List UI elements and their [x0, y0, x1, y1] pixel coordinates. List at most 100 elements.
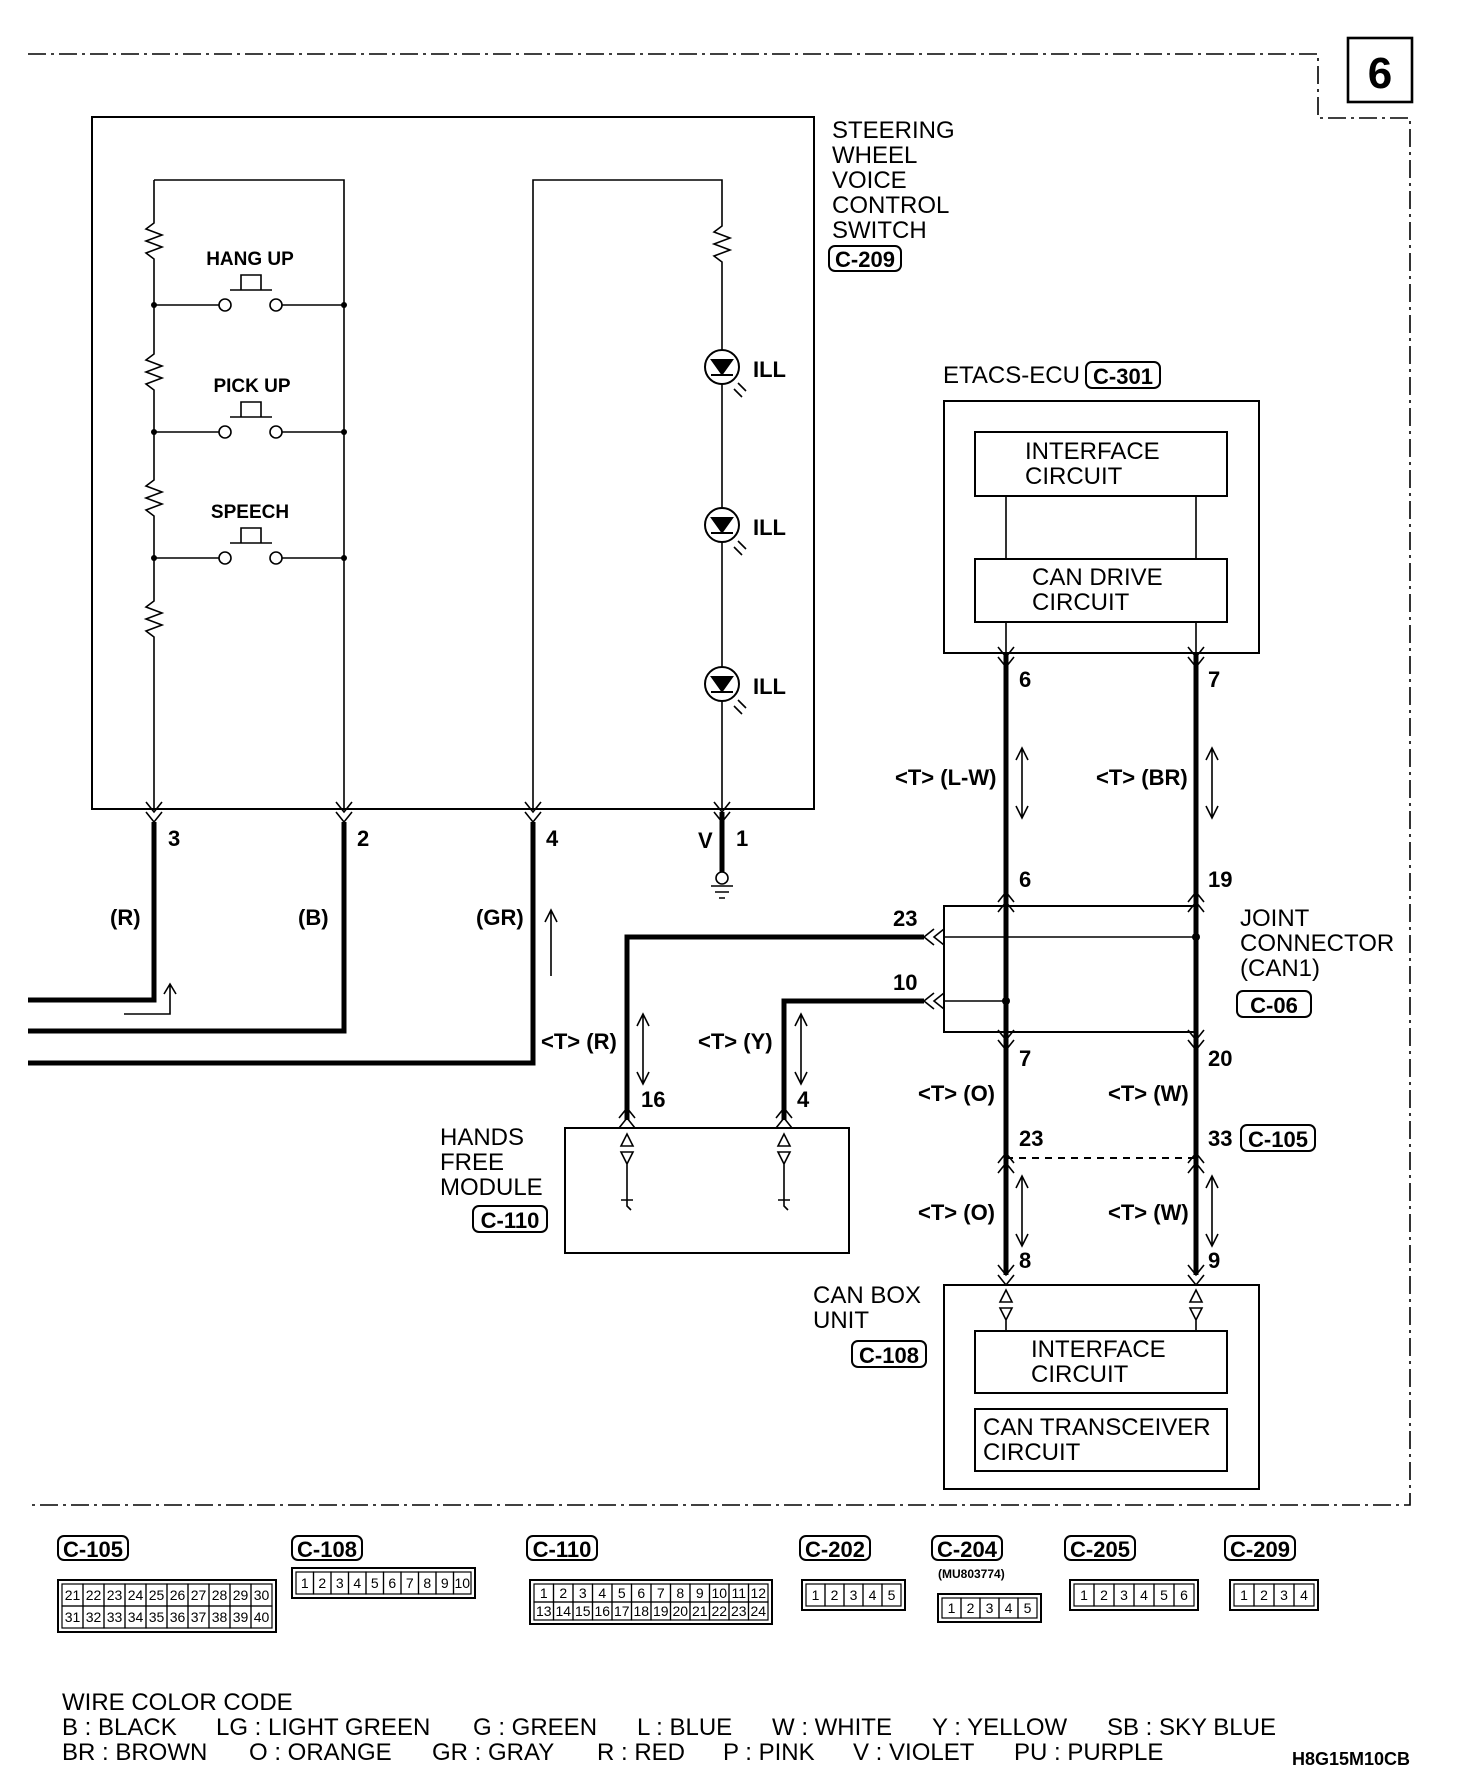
canbox-interface-circuit	[974, 1330, 1228, 1394]
legend-row-1: B : BLACK LG : LIGHT GREEN G : GREEN L :…	[62, 1714, 1276, 1741]
connector-pin-number: 8	[423, 1575, 431, 1591]
diagram-code: H8G15M10CB	[1292, 1749, 1410, 1769]
connector-pin-number: 4	[353, 1575, 361, 1591]
canbox-title: CAN BOX UNIT	[813, 1282, 928, 1334]
connector-pin-number: 11	[731, 1585, 746, 1601]
connector-pin-number: 34	[128, 1609, 144, 1625]
connector-pin-number: 31	[65, 1609, 81, 1625]
pick-up-label: PICK UP	[213, 376, 290, 397]
bidir-arrow-1	[1015, 746, 1029, 820]
hfm-wire-right-label: <T> (Y)	[698, 1029, 773, 1054]
connector-tag-c110	[472, 1205, 548, 1233]
etacs-pin-6: 6	[1019, 667, 1031, 692]
switch-connector-id: C-209	[835, 247, 895, 272]
connector-pin-number: 5	[1160, 1587, 1168, 1603]
connector-pin-number: 19	[653, 1603, 669, 1619]
hang-up-button: HANG UP	[151, 249, 347, 312]
connector-pin-number: 3	[336, 1575, 344, 1591]
switch-pin-2: 2	[357, 826, 369, 851]
c105-lower-right-label: <T> (W)	[1108, 1200, 1189, 1225]
legend-item: G : GREEN	[473, 1714, 597, 1741]
etacs-wire-right-label: <T> (BR)	[1096, 765, 1188, 790]
pick-up-button: PICK UP	[151, 376, 347, 439]
hfm-title: HANDS FREE MODULE	[440, 1124, 543, 1201]
connector-body	[1229, 1579, 1319, 1611]
connector-pin-number: 25	[149, 1587, 165, 1603]
connector-pin-number: 6	[388, 1575, 396, 1591]
connector-tag-c105	[1240, 1124, 1316, 1152]
connector-pin-number: 29	[233, 1587, 249, 1603]
wire-color-r: (R)	[110, 905, 141, 930]
hfm-wire-left-label: <T> (R)	[541, 1029, 617, 1054]
joint-pin-19: 19	[1208, 867, 1232, 892]
page-number-box	[1346, 36, 1414, 104]
legend-title: WIRE COLOR CODE	[62, 1689, 293, 1716]
conn-view-id-c105: C-105	[63, 1537, 123, 1562]
hfm-box	[564, 1127, 850, 1254]
etacs-pin-7: 7	[1208, 667, 1220, 692]
etacs-interface-circuit	[974, 431, 1228, 497]
legend-item: B : BLACK	[62, 1714, 177, 1741]
switch-pin-1: 1	[736, 826, 748, 851]
joint-pin-23: 23	[893, 906, 917, 931]
connector-pin-number: 3	[1120, 1587, 1128, 1603]
ill-label-3: ILL	[753, 674, 786, 699]
canbox-transceiver-label: CAN TRANSCEIVER CIRCUIT	[983, 1414, 1217, 1466]
switch-title: STEERING WHEEL VOICE CONTROL SWITCH	[832, 117, 961, 244]
canbox-interface-label: INTERFACE CIRCUIT	[1031, 1336, 1172, 1388]
bidir-arrow-5	[1015, 1174, 1029, 1248]
connector-pin-cell	[881, 1583, 902, 1607]
connector-pin-number: 4	[1140, 1587, 1148, 1603]
wire-color-gr: (GR)	[476, 905, 524, 930]
legend-item: PU : PURPLE	[1014, 1739, 1163, 1766]
connector-tag-c108	[851, 1340, 927, 1368]
connector-pin-number: 2	[831, 1587, 839, 1603]
connector-pin-number: 5	[1024, 1600, 1032, 1616]
wire-r	[28, 822, 157, 1003]
connector-pin-number: 2	[318, 1575, 326, 1591]
etacs-wire-left-label: <T> (L-W)	[895, 765, 996, 790]
joint-pin-6: 6	[1019, 867, 1031, 892]
c105-pin-23: 23	[1019, 1126, 1043, 1151]
c105-upper-right-label: <T> (W)	[1108, 1081, 1189, 1106]
legend-item: SB : SKY BLUE	[1107, 1714, 1276, 1741]
canbox-connector-id: C-108	[859, 1343, 919, 1368]
etacs-title: ETACS-ECU	[943, 362, 1080, 389]
connector-pin-number: 4	[1300, 1587, 1308, 1603]
connector-pin-number: 3	[579, 1585, 587, 1601]
connector-tag-c301	[1085, 361, 1161, 389]
conn-view-partno-c204: (MU803774)	[938, 1567, 1005, 1581]
connector-pin-cell	[1017, 1597, 1038, 1619]
connector-pin-number: 22	[711, 1603, 727, 1619]
legend-item: P : PINK	[723, 1739, 815, 1766]
connector-pin-cell	[250, 1605, 273, 1629]
ill-led-1: ILL	[704, 349, 786, 398]
conn-view-id-c209: C-209	[1230, 1537, 1290, 1562]
frame-top	[28, 53, 1411, 1506]
connector-pin-number: 1	[1240, 1587, 1248, 1603]
connector-pin-number: 26	[170, 1587, 186, 1603]
connector-pin-number: 23	[107, 1587, 123, 1603]
etacs-connector-id: C-301	[1093, 364, 1153, 389]
ill-led-2: ILL	[704, 507, 786, 556]
connector-pin-number: 24	[128, 1587, 144, 1603]
c105-connector-id: C-105	[1248, 1127, 1308, 1152]
hfm-pin-4: 4	[797, 1087, 810, 1112]
connector-pin-number: 2	[1100, 1587, 1108, 1603]
hfm-wire-r	[624, 934, 924, 1120]
connector-pin-number: 20	[672, 1603, 688, 1619]
connector-pin-number: 35	[149, 1609, 165, 1625]
connector-pin-number: 15	[575, 1603, 591, 1619]
connector-pin-number: 24	[750, 1603, 766, 1619]
joint-node-2	[1002, 997, 1010, 1005]
connector-pin-number: 38	[212, 1609, 228, 1625]
connector-body	[57, 1579, 277, 1633]
bidir-arrow-4	[794, 1012, 808, 1086]
ill-label-1: ILL	[753, 357, 786, 382]
connector-pin-number: 37	[191, 1609, 207, 1625]
connector-pin-number: 9	[696, 1585, 704, 1601]
conn-view-tag-c105	[57, 1535, 129, 1561]
wire-b	[28, 822, 347, 1034]
wire-gr	[28, 822, 536, 1066]
connector-pin-number: 1	[812, 1587, 820, 1603]
